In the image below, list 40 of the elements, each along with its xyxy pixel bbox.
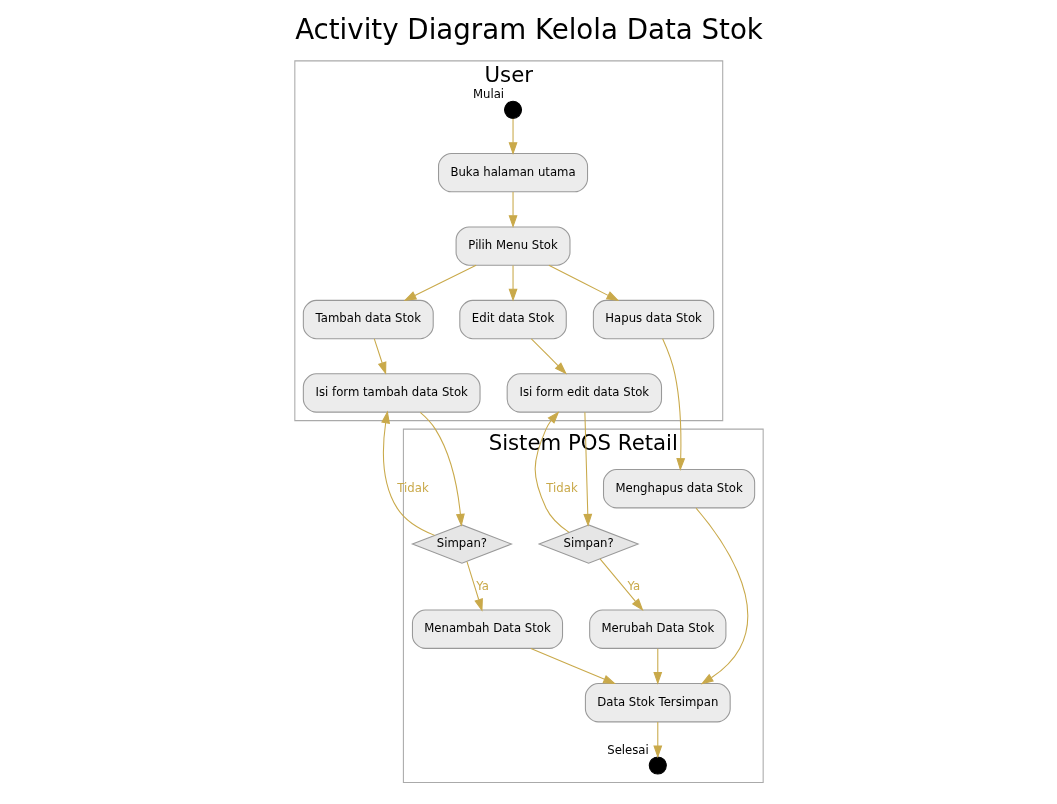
arrow bbox=[599, 558, 643, 612]
edge-label: Ya bbox=[626, 578, 640, 593]
arrow bbox=[661, 338, 685, 471]
node-box: Buka halaman utama bbox=[437, 152, 588, 193]
node-box: Edit data Stok bbox=[458, 299, 567, 340]
node-label: Mulai bbox=[472, 86, 504, 101]
node-label: Selesai bbox=[606, 742, 649, 757]
arrow bbox=[403, 264, 477, 301]
node-box: Isi form tambah data Stok bbox=[302, 373, 481, 413]
node-box: Hapus data Stok bbox=[592, 299, 714, 340]
arrow bbox=[530, 338, 567, 375]
edge-label: Tidak bbox=[396, 480, 429, 495]
arrow bbox=[419, 411, 465, 527]
arrow bbox=[695, 507, 748, 685]
node-box: Tambah data Stok bbox=[302, 299, 434, 340]
arrow bbox=[652, 721, 662, 759]
arrow bbox=[547, 264, 619, 302]
node-box: Menghapus data Stok bbox=[602, 469, 755, 509]
arrow bbox=[508, 264, 517, 302]
diagram-title: Activity Diagram Kelola Data Stok bbox=[294, 13, 763, 47]
node-diamond: Simpan? bbox=[537, 524, 640, 564]
arrow bbox=[652, 648, 662, 685]
arrow bbox=[582, 411, 592, 527]
node-circle bbox=[648, 756, 667, 775]
edge-label: Tidak bbox=[545, 480, 578, 495]
node-box: Menambah Data Stok bbox=[411, 609, 563, 649]
node-box: Data Stok Tersimpan bbox=[584, 683, 731, 723]
node-circle bbox=[503, 100, 522, 119]
node-box: Merubah Data Stok bbox=[588, 609, 726, 649]
node-box: Isi form edit data Stok bbox=[506, 373, 662, 413]
arrow bbox=[465, 561, 483, 612]
arrow bbox=[508, 118, 517, 156]
arrow bbox=[380, 410, 435, 536]
node-diamond: Simpan? bbox=[410, 524, 513, 564]
arrow bbox=[508, 191, 517, 229]
arrow bbox=[529, 647, 616, 685]
arrow bbox=[534, 411, 570, 533]
edge-label: Ya bbox=[475, 578, 489, 593]
node-box: Pilih Menu Stok bbox=[455, 226, 570, 266]
arrow bbox=[373, 338, 386, 375]
